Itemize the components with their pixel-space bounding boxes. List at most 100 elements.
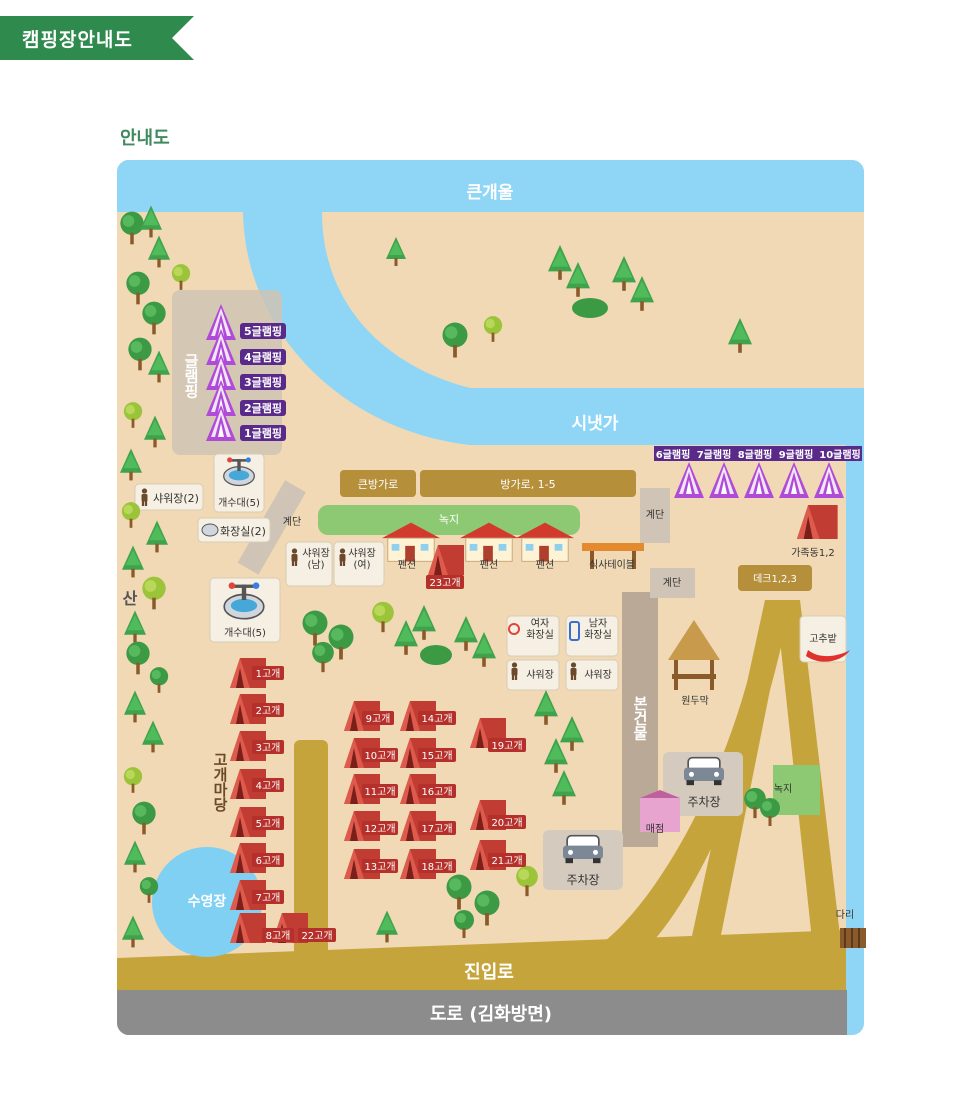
shower-2-label: 샤워장(2) bbox=[153, 492, 199, 505]
tent-site-6-label: 6고개 bbox=[256, 855, 281, 867]
glamping-4-label: 4글램핑 bbox=[244, 350, 282, 364]
stream-water bbox=[243, 212, 864, 445]
tent-site-23-label: 23고개 bbox=[429, 577, 460, 589]
women-toilet-icon bbox=[508, 623, 520, 635]
main-building-label: 본건물 bbox=[631, 696, 649, 742]
stairs-left-label: 계단 bbox=[283, 516, 301, 528]
banner-title: 캠핑장안내도 bbox=[22, 29, 133, 51]
pavilion-label: 원두막 bbox=[681, 695, 709, 707]
dining-table-label: 식사테이블 bbox=[589, 559, 635, 571]
tent-site-2-label: 2고개 bbox=[256, 705, 281, 717]
deck-path bbox=[690, 600, 840, 945]
trees-center bbox=[302, 237, 780, 943]
glamping-3-label: 3글램핑 bbox=[244, 375, 282, 389]
tent-site-3-label: 3고개 bbox=[256, 742, 281, 754]
toilet-2-icon bbox=[201, 523, 219, 537]
main-road-surface bbox=[117, 990, 847, 1035]
pension-2-label: 펜션 bbox=[480, 559, 498, 571]
glamping-1-label: 1글램핑 bbox=[244, 426, 282, 440]
section-title: 안내도 bbox=[120, 128, 170, 149]
stairs-right-shape bbox=[650, 568, 695, 598]
tent-site-22-label: 22고개 bbox=[301, 930, 332, 942]
shower-b-label: 샤워장 bbox=[584, 668, 612, 681]
tent-site-20-label: 20고개 bbox=[491, 817, 522, 829]
deck-label: 데크1,2,3 bbox=[753, 573, 797, 585]
right-stream-water bbox=[846, 445, 864, 1035]
toilet-2-label: 화장실(2) bbox=[220, 525, 266, 538]
stairs-left-shape bbox=[237, 480, 306, 575]
entrance-road-surface bbox=[117, 930, 846, 990]
tent-site-9-label: 9고개 bbox=[366, 713, 391, 725]
glamping-2-label: 2글램핑 bbox=[244, 401, 282, 415]
tent-site-1-label: 1고개 bbox=[256, 668, 281, 680]
stream-label: 시냇가 bbox=[572, 414, 619, 434]
tent-site-14-label: 14고개 bbox=[421, 713, 452, 725]
dining-table-roof bbox=[582, 543, 644, 551]
tent-site-10-label: 10고개 bbox=[364, 750, 395, 762]
shower-a-label: 샤워장 bbox=[526, 668, 554, 681]
tent-site-15-label: 15고개 bbox=[421, 750, 452, 762]
sink-top-label: 개수대(5) bbox=[218, 497, 260, 509]
pool-label: 수영장 bbox=[188, 893, 227, 910]
sink-bottom-icon bbox=[223, 581, 265, 620]
glamping-6-label: 6글램핑 bbox=[656, 448, 691, 461]
pavilion-icon bbox=[668, 620, 720, 690]
big-stream-label: 큰개울 bbox=[467, 183, 514, 203]
glamping-5-label: 5글램핑 bbox=[244, 324, 282, 338]
green-right-area bbox=[773, 765, 820, 815]
tent-site-12-label: 12고개 bbox=[364, 823, 395, 835]
room-row-label: 방가로, 1-5 bbox=[500, 478, 555, 491]
main-road-label: 도로 (김화방면) bbox=[430, 1004, 552, 1025]
tent-site-7-label: 7고개 bbox=[256, 892, 281, 904]
green-strip bbox=[318, 505, 580, 535]
tent-site-5-label: 5고개 bbox=[256, 818, 281, 830]
room-row-bar bbox=[420, 470, 636, 497]
parking-right-label: 주차장 bbox=[687, 795, 720, 809]
glamping-7-label: 7글램핑 bbox=[697, 448, 732, 461]
bridge-label: 다리 bbox=[836, 909, 854, 921]
tent-site-16-label: 16고개 bbox=[421, 786, 452, 798]
mountain-label: 산 bbox=[123, 589, 138, 608]
shower-men-label: 샤워장(남) bbox=[302, 547, 330, 572]
stairs-right-label: 계단 bbox=[663, 577, 681, 589]
pension-3-label: 펜션 bbox=[536, 559, 554, 571]
sink-bottom-label: 개수대(5) bbox=[224, 627, 266, 639]
parking-center-label: 주차장 bbox=[566, 873, 599, 887]
green-right-label: 녹지 bbox=[774, 783, 792, 795]
banner-ribbon bbox=[0, 16, 194, 60]
glamping-8-label: 8글램핑 bbox=[738, 448, 773, 461]
store-icon bbox=[640, 790, 680, 832]
stairs-right-top-shape bbox=[640, 488, 670, 543]
tent-yard-label: 고개마당 bbox=[211, 752, 229, 813]
sink-top-icon bbox=[223, 456, 255, 487]
tent-site-8-label: 8고개 bbox=[266, 930, 291, 942]
pepper-field-label: 고추밭 bbox=[809, 633, 837, 645]
glamping-10-label: 10글램핑 bbox=[819, 448, 861, 461]
pepper-icon bbox=[806, 650, 850, 662]
pension-1-label: 펜션 bbox=[398, 559, 416, 571]
big-room-bar bbox=[340, 470, 416, 497]
glamping-area-label: 글램핑 bbox=[182, 354, 200, 400]
stairs-right-top-label: 계단 bbox=[646, 509, 664, 521]
tent-site-11-label: 11고개 bbox=[364, 786, 395, 798]
tent-site-13-label: 13고개 bbox=[364, 861, 395, 873]
men-toilet-icon bbox=[569, 621, 580, 641]
green-strip-label: 녹지 bbox=[439, 513, 459, 526]
shower-women-label: 샤워장(여) bbox=[348, 547, 376, 572]
tent-site-19-label: 19고개 bbox=[491, 740, 522, 752]
page-banner: 캠핑장안내도 bbox=[0, 16, 194, 60]
entrance-road-label: 진입로 bbox=[464, 961, 514, 983]
big-room-label: 큰방가로 bbox=[358, 478, 398, 491]
tent-site-21-label: 21고개 bbox=[491, 855, 522, 867]
store-label: 매점 bbox=[646, 823, 664, 835]
tent-yard-path bbox=[294, 740, 328, 970]
bridge-icon bbox=[840, 928, 866, 948]
tent-site-18-label: 18고개 bbox=[421, 861, 452, 873]
tent-site-17-label: 17고개 bbox=[421, 823, 452, 835]
tent-site-4-label: 4고개 bbox=[256, 780, 281, 792]
family-tent-label: 가족동1,2 bbox=[791, 547, 835, 559]
